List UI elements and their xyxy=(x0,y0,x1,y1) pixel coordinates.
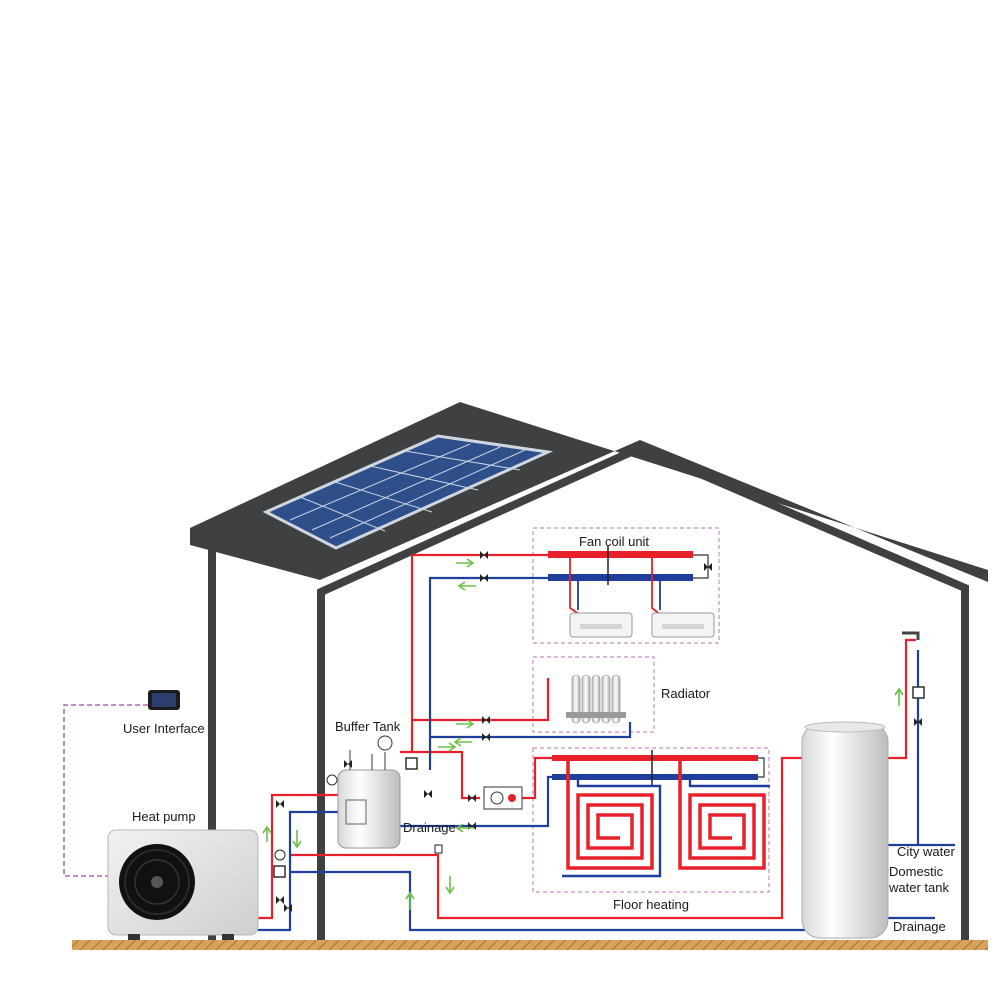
cold-return-main xyxy=(428,576,548,770)
buffer-tank xyxy=(337,735,401,849)
domestic-water-tank xyxy=(801,721,889,939)
flow-arrow xyxy=(438,742,457,752)
pressure-gauge xyxy=(326,774,338,786)
buffer-tank-label: Buffer Tank xyxy=(335,719,401,734)
hot-dhw-supply xyxy=(290,756,805,920)
fan-coil-unit-label: Fan coil unit xyxy=(578,534,650,549)
flow-arrow xyxy=(456,719,475,729)
flow-arrow xyxy=(262,825,272,842)
roof xyxy=(190,402,988,582)
cold-dhw-return xyxy=(290,870,805,932)
fan-coil-cold-manifold xyxy=(548,574,693,581)
radiator-unit xyxy=(566,674,626,724)
city-water-label: City water xyxy=(897,844,955,859)
fan-coil-zone xyxy=(532,527,720,644)
buffer-drainage-label: Drainage xyxy=(403,820,456,835)
heat-pump-unit xyxy=(107,829,259,940)
flow-arrow xyxy=(405,891,415,910)
house-inner-wall xyxy=(317,443,969,940)
ground-strip xyxy=(72,940,988,950)
cold-radiator-return xyxy=(430,722,632,739)
radiator-label: Radiator xyxy=(661,686,711,701)
hot-radiator-supply xyxy=(412,678,550,722)
floor-loop-2 xyxy=(678,761,770,870)
fan-coil-unit-1 xyxy=(569,612,633,638)
floor-loop-1 xyxy=(562,761,662,878)
tap xyxy=(902,631,920,640)
user-interface-label: User Interface xyxy=(123,721,205,736)
heat-pump-label: Heat pump xyxy=(132,809,196,824)
floor-hot-manifold xyxy=(552,755,758,761)
floor-heating-label: Floor heating xyxy=(613,897,689,912)
flow-arrow xyxy=(455,823,474,833)
tank-drainage-label: Drainage xyxy=(893,919,946,934)
flow-arrow xyxy=(894,687,904,706)
floor-cold-manifold xyxy=(552,774,758,780)
fan-coil-unit-2 xyxy=(651,612,715,638)
solar-panel xyxy=(262,434,554,550)
flow-arrow xyxy=(457,581,476,591)
flow-arrow xyxy=(292,830,302,849)
flow-arrow xyxy=(453,737,472,747)
user-interface-device xyxy=(148,690,180,710)
flow-arrow xyxy=(456,558,475,568)
signal-line xyxy=(63,704,148,877)
hot-heatpump-out xyxy=(258,793,338,920)
hot-supply-main xyxy=(410,553,548,752)
domestic-tank-label-2: water tank xyxy=(889,880,949,895)
flow-arrow xyxy=(445,876,455,895)
floor-heating-zone xyxy=(532,747,770,893)
fan-coil-hot-manifold xyxy=(548,551,693,558)
hot-domestic-out xyxy=(887,638,916,760)
domestic-tank-label-1: Domestic xyxy=(889,864,944,879)
